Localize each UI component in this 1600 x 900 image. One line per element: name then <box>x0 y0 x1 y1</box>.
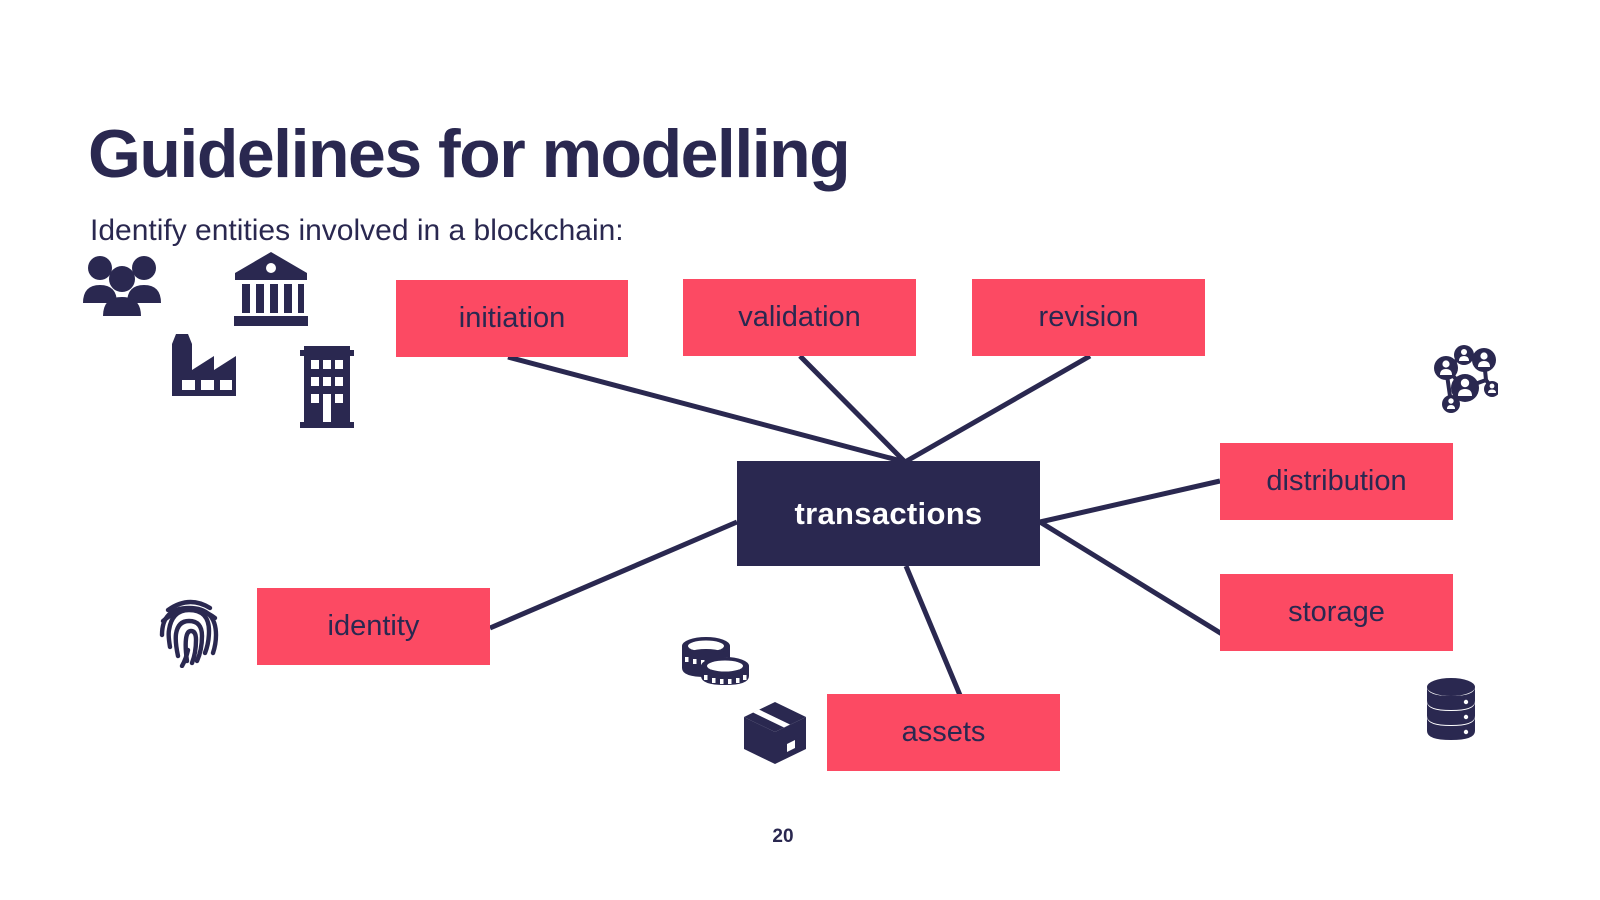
edge-transactions-validation <box>798 354 907 464</box>
node-transactions[interactable]: transactions <box>737 461 1040 566</box>
package-box-icon <box>742 700 808 771</box>
page-number: 20 <box>772 826 794 847</box>
node-validation[interactable]: validation <box>683 279 916 356</box>
node-storage[interactable]: storage <box>1220 574 1453 651</box>
node-assets[interactable]: assets <box>827 694 1060 771</box>
node-validation-label: validation <box>738 301 861 333</box>
node-distribution-label: distribution <box>1266 465 1407 497</box>
node-revision[interactable]: revision <box>972 279 1205 356</box>
coins-icon <box>676 630 754 697</box>
page-title: Guidelines for modelling <box>88 115 851 192</box>
people-group-icon <box>82 255 162 322</box>
office-building-icon <box>298 340 356 433</box>
node-initiation[interactable]: initiation <box>396 280 628 357</box>
edge-transactions-revision <box>903 353 1092 465</box>
node-storage-label: storage <box>1288 596 1385 628</box>
node-identity[interactable]: identity <box>257 588 490 665</box>
people-network-icon <box>1424 338 1500 419</box>
bank-icon <box>232 250 310 333</box>
edge-transactions-assets <box>903 565 965 701</box>
node-distribution[interactable]: distribution <box>1220 443 1453 520</box>
fingerprint-icon <box>156 588 222 673</box>
edge-transactions-distribution <box>1039 478 1221 525</box>
node-assets-label: assets <box>901 716 986 748</box>
page-subtitle: Identify entities involved in a blockcha… <box>90 214 624 247</box>
database-icon <box>1424 676 1478 751</box>
node-transactions-label: transactions <box>794 495 983 531</box>
node-initiation-label: initiation <box>458 302 566 334</box>
node-identity-label: identity <box>327 610 420 642</box>
edge-transactions-initiation <box>507 354 906 465</box>
edge-transactions-identity <box>489 519 738 631</box>
edge-transactions-storage <box>1038 519 1224 637</box>
node-revision-label: revision <box>1038 301 1139 333</box>
factory-icon <box>168 330 240 403</box>
